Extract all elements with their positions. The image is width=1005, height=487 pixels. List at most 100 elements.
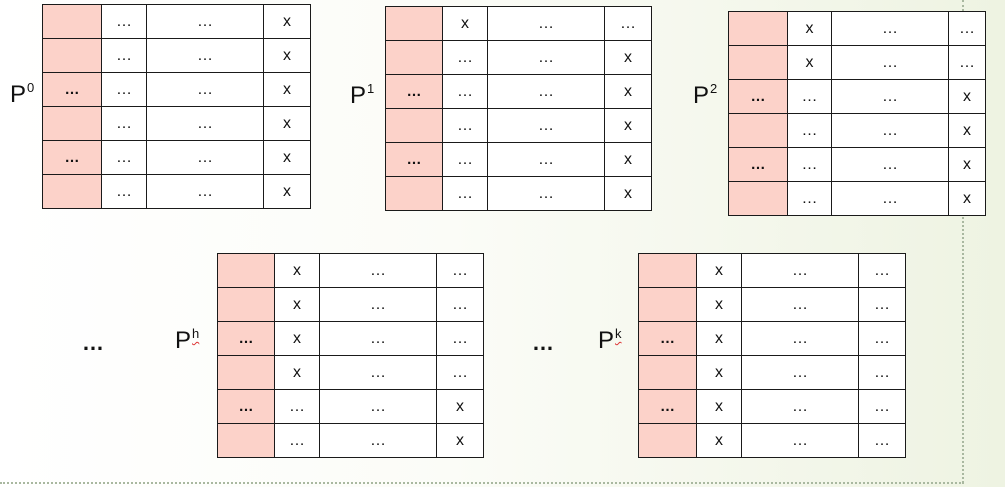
matrix-row: x…… xyxy=(385,6,652,41)
matrix-cell xyxy=(217,355,275,390)
slide-border-right xyxy=(962,0,964,483)
matrix-row: ………x xyxy=(42,140,311,175)
matrix-row: x…… xyxy=(217,253,484,288)
matrix-cell: … xyxy=(741,321,859,356)
matrix-cell: … xyxy=(728,79,788,114)
matrix-cell: … xyxy=(146,174,264,209)
matrix-cell: … xyxy=(442,40,488,75)
matrix-cell: x xyxy=(696,389,742,424)
matrix-cell xyxy=(385,40,443,75)
matrix-cell: … xyxy=(831,181,949,216)
matrix-row: ………x xyxy=(728,147,986,182)
matrix-cell: … xyxy=(319,423,437,458)
matrix-row: ……x xyxy=(42,4,311,39)
matrix-cell: x xyxy=(274,287,320,322)
matrix-cell: x xyxy=(696,287,742,322)
matrix-cell: … xyxy=(487,40,605,75)
matrix-cell: x xyxy=(436,423,484,458)
matrix-cell: … xyxy=(436,287,484,322)
matrix-cell xyxy=(385,176,443,211)
matrix-row: x…… xyxy=(217,355,484,390)
matrix-cell xyxy=(385,6,443,41)
matrix-cell: … xyxy=(787,181,832,216)
matrix-row: ………x xyxy=(217,389,484,424)
matrix-cell: … xyxy=(831,45,949,80)
matrix-cell: … xyxy=(319,389,437,424)
matrix-p0: ……x……x………x……x………x……x xyxy=(42,4,311,209)
matrix-label-p0: P0 xyxy=(10,80,35,108)
matrix-cell: … xyxy=(146,72,264,107)
matrix-cell: … xyxy=(858,355,906,390)
matrix-cell: … xyxy=(319,355,437,390)
matrix-cell: … xyxy=(101,106,147,141)
matrix-cell: … xyxy=(385,142,443,177)
matrix-pk: x……x………x……x………x……x…… xyxy=(638,253,906,458)
matrix-row: x…… xyxy=(217,287,484,322)
matrix-cell: … xyxy=(948,45,986,80)
matrix-cell: … xyxy=(101,4,147,39)
matrix-label-ph: Ph xyxy=(175,326,200,354)
matrix-cell: … xyxy=(319,321,437,356)
matrix-row: ……x xyxy=(42,106,311,141)
matrix-cell: … xyxy=(274,389,320,424)
matrix-cell: … xyxy=(385,74,443,109)
matrix-cell xyxy=(217,423,275,458)
matrix-cell: x xyxy=(787,11,832,46)
matrix-row: ………x xyxy=(42,72,311,107)
matrix-cell xyxy=(217,287,275,322)
matrix-cell: … xyxy=(42,140,102,175)
matrix-cell: x xyxy=(604,176,652,211)
matrix-row: ………x xyxy=(385,74,652,109)
matrix-cell: … xyxy=(436,321,484,356)
matrix-cell: x xyxy=(263,38,311,73)
matrix-cell: … xyxy=(319,253,437,288)
matrix-cell: … xyxy=(274,423,320,458)
matrix-cell: … xyxy=(858,253,906,288)
matrix-cell: … xyxy=(442,142,488,177)
matrix-row: ……x xyxy=(385,40,652,75)
matrix-cell: … xyxy=(638,321,697,356)
matrix-cell: … xyxy=(101,140,147,175)
matrix-cell: x xyxy=(604,40,652,75)
matrix-cell xyxy=(728,181,788,216)
matrix-cell: … xyxy=(217,321,275,356)
matrix-cell: x xyxy=(604,142,652,177)
gap-ellipsis-middle: … xyxy=(532,330,555,355)
matrix-cell xyxy=(728,45,788,80)
matrix-cell: x xyxy=(436,389,484,424)
matrix-cell: … xyxy=(146,140,264,175)
matrix-cell: x xyxy=(696,355,742,390)
matrix-row: x…… xyxy=(728,11,986,46)
matrix-cell: … xyxy=(858,423,906,458)
matrix-cell: … xyxy=(604,6,652,41)
matrix-label-p1: P1 xyxy=(350,81,375,109)
matrix-row: x…… xyxy=(638,355,906,390)
matrix-cell: x xyxy=(948,181,986,216)
matrix-cell xyxy=(638,423,697,458)
matrix-cell: x xyxy=(274,355,320,390)
matrix-cell: … xyxy=(787,113,832,148)
matrix-cell: … xyxy=(638,389,697,424)
matrix-cell: … xyxy=(858,389,906,424)
matrix-cell: … xyxy=(831,79,949,114)
matrix-cell: … xyxy=(217,389,275,424)
matrix-cell: x xyxy=(263,4,311,39)
matrix-row: ……x xyxy=(728,113,986,148)
matrix-row: …x…… xyxy=(638,389,906,424)
matrix-row: ……x xyxy=(42,38,311,73)
matrix-row: …x…… xyxy=(217,321,484,356)
matrix-row: ……x xyxy=(385,176,652,211)
matrix-cell: x xyxy=(696,253,742,288)
matrix-cell xyxy=(42,106,102,141)
matrix-cell: … xyxy=(741,355,859,390)
matrix-p1: x…………x………x……x………x……x xyxy=(385,6,652,211)
matrix-cell: … xyxy=(787,147,832,182)
matrix-row: ……x xyxy=(728,181,986,216)
matrix-cell: … xyxy=(436,253,484,288)
matrix-label-p2: P2 xyxy=(693,81,718,109)
matrix-cell: … xyxy=(728,147,788,182)
matrix-p2: x……x……………x……x………x……x xyxy=(728,11,986,216)
matrix-cell: x xyxy=(696,321,742,356)
matrix-cell: x xyxy=(696,423,742,458)
matrix-cell: x xyxy=(442,6,488,41)
